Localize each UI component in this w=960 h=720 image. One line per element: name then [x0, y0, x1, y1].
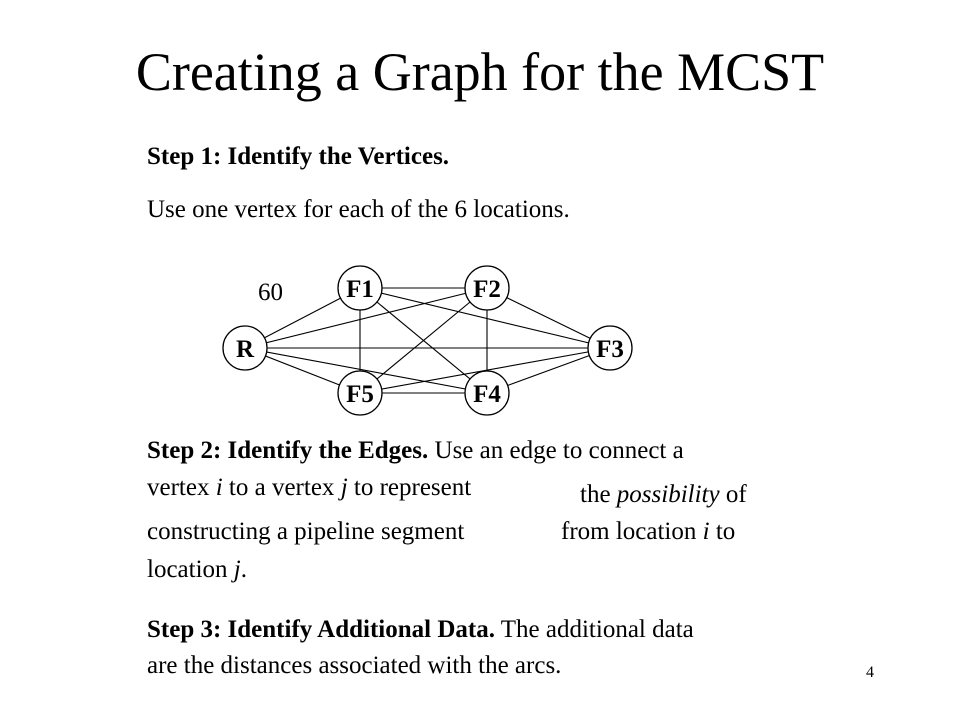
node-circle — [587, 325, 633, 371]
page-number: 4 — [866, 664, 874, 681]
text-from-location: from location — [561, 518, 703, 545]
step3-line1: Step 3: Identify Additional Data. The ad… — [147, 612, 694, 648]
node-F2: F2 — [464, 265, 510, 311]
edge-F2-F3 — [486, 287, 611, 349]
node-F1: F1 — [337, 265, 383, 311]
node-label: F5 — [346, 381, 374, 408]
node-label: F1 — [346, 276, 374, 303]
step2-line2-end: the possibility of — [580, 477, 747, 513]
var-j: j — [233, 556, 241, 583]
edge-F1-F3 — [359, 287, 611, 349]
step3-line2: are the distances associated with the ar… — [147, 652, 562, 679]
node-label: F4 — [473, 381, 501, 408]
node-label: R — [236, 336, 255, 363]
word-possibility: possibility — [616, 481, 720, 508]
node-circle — [464, 370, 510, 416]
var-i: i — [702, 518, 710, 545]
text-vertex: vertex — [147, 474, 216, 501]
edge-R-F2 — [244, 287, 488, 349]
step3-line1-rest: The additional data — [494, 616, 694, 643]
node-R: R — [222, 325, 268, 371]
slide-title: Creating a Graph for the MCST — [135, 42, 825, 102]
step2-line4: location j. — [147, 552, 247, 588]
node-F5: F5 — [337, 370, 383, 416]
text-period: . — [240, 556, 247, 583]
node-circle — [337, 370, 383, 416]
step2-line3b: from location i to — [561, 514, 735, 550]
step3-heading: Step 3: Identify Additional Data. — [147, 616, 495, 643]
step1-heading: Step 1: Identify the Vertices. — [147, 143, 450, 170]
var-j: j — [340, 474, 348, 501]
text-the: the — [580, 481, 617, 508]
step2-line3a: constructing a pipeline segment — [147, 518, 465, 545]
edge-weight-label: 60 — [258, 279, 283, 306]
node-F4: F4 — [464, 370, 510, 416]
step2-line1-rest: Use an edge to connect a — [428, 437, 684, 464]
step2-heading: Step 2: Identify the Edges. — [147, 437, 429, 464]
var-i: i — [215, 474, 223, 501]
edge-F2-F5 — [359, 287, 488, 394]
text-to-vertex: to a vertex — [222, 474, 341, 501]
node-label: F2 — [473, 276, 501, 303]
graph-edges — [244, 287, 611, 394]
node-circle — [222, 325, 268, 371]
node-F3: F3 — [587, 325, 633, 371]
text-to-represent: to represent — [347, 474, 472, 501]
node-circle — [337, 265, 383, 311]
text-to: to — [709, 518, 736, 545]
edge-R-F4 — [244, 347, 488, 394]
step2-line2: vertex i to a vertex j to represent — [147, 470, 471, 506]
node-label: F3 — [596, 336, 624, 363]
text-location: location — [147, 556, 234, 583]
step2-line1: Step 2: Identify the Edges. Use an edge … — [147, 433, 684, 469]
node-circle — [464, 265, 510, 311]
text-of: of — [719, 481, 747, 508]
step1-body: Use one vertex for each of the 6 locatio… — [147, 196, 570, 223]
